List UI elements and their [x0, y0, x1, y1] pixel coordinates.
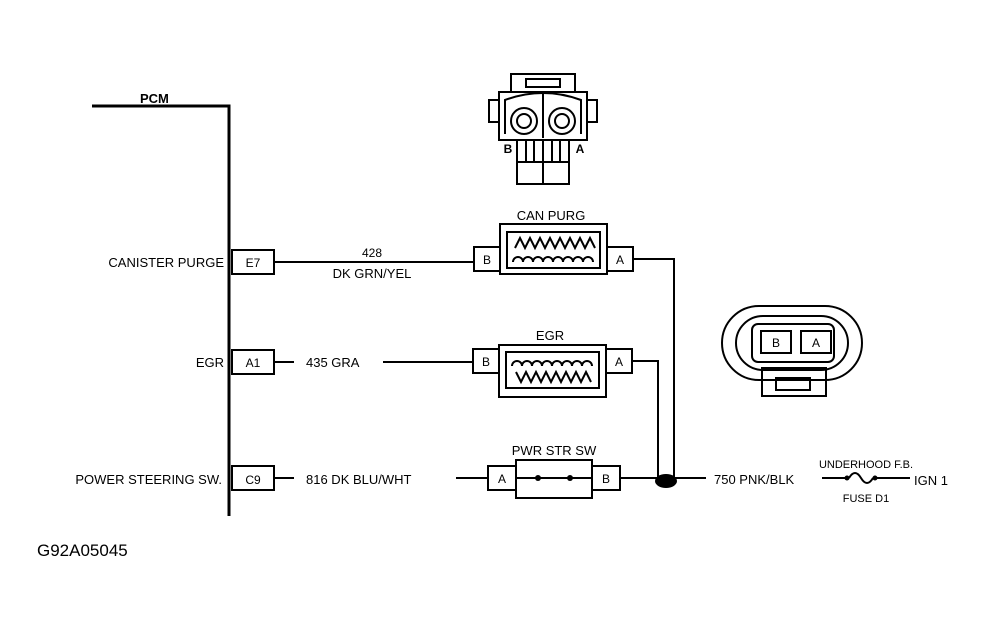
pcm-pin-a1: EGR A1 — [196, 349, 275, 375]
pcm-block: PCM — [92, 91, 231, 516]
can-purg-solenoid: CAN PURG B A — [473, 208, 634, 275]
wire-number-428: 428 — [362, 246, 382, 260]
wire-label-816: 816 DK BLU/WHT — [306, 472, 412, 487]
figure-code: G92A05045 — [37, 541, 128, 560]
pwr-str-pin-a: A — [498, 472, 506, 486]
egr-pin-b: B — [482, 355, 490, 369]
egr-pin-a: A — [615, 355, 623, 369]
pcm-pin-e7: CANISTER PURGE E7 — [108, 249, 275, 275]
can-purg-pin-b: B — [483, 253, 491, 267]
feed-wiring: 750 PNK/BLK — [620, 258, 910, 488]
pwr-str-title: PWR STR SW — [512, 443, 597, 458]
egr-solenoid: EGR B A — [472, 328, 633, 398]
egr-title: EGR — [536, 328, 564, 343]
can-purg-title: CAN PURG — [517, 208, 586, 223]
wire-color-dk-grn-yel: DK GRN/YEL — [333, 266, 412, 281]
pwr-str-switch: PWR STR SW A B — [487, 443, 621, 499]
can-purg-pin-a: A — [616, 253, 624, 267]
fuse-name-label: FUSE D1 — [843, 493, 889, 505]
wire-label-435-gra: 435 GRA — [306, 355, 360, 370]
pcm-title: PCM — [140, 91, 169, 106]
connector-right-pin-b: B — [772, 336, 780, 350]
signal-label-canister-purge: CANISTER PURGE — [108, 255, 224, 270]
pin-label-a1: A1 — [246, 356, 261, 370]
connector-top-icon: B A — [488, 73, 598, 185]
pcm-pin-c9: POWER STEERING SW. C9 — [75, 465, 275, 491]
wire-canister: 428 DK GRN/YEL — [274, 246, 474, 281]
fuse-d1: UNDERHOOD F.B. FUSE D1 IGN 1 — [819, 459, 948, 505]
pin-label-c9: C9 — [245, 473, 261, 487]
fuse-box-label: UNDERHOOD F.B. — [819, 459, 913, 471]
wire-egr: 435 GRA — [274, 355, 473, 370]
connector-top-pin-b: B — [504, 142, 513, 156]
wire-pwr-str: 816 DK BLU/WHT — [274, 472, 488, 487]
connector-right-pin-a: A — [812, 336, 820, 350]
pwr-str-pin-b: B — [602, 472, 610, 486]
connector-top-pin-a: A — [576, 142, 585, 156]
splice-dot — [655, 474, 677, 488]
connector-right-icon: B A — [721, 305, 863, 397]
signal-label-power-steering: POWER STEERING SW. — [75, 472, 222, 487]
ign-source-label: IGN 1 — [914, 473, 948, 488]
wire-label-750: 750 PNK/BLK — [714, 472, 795, 487]
signal-label-egr: EGR — [196, 355, 224, 370]
pin-label-e7: E7 — [246, 256, 261, 270]
